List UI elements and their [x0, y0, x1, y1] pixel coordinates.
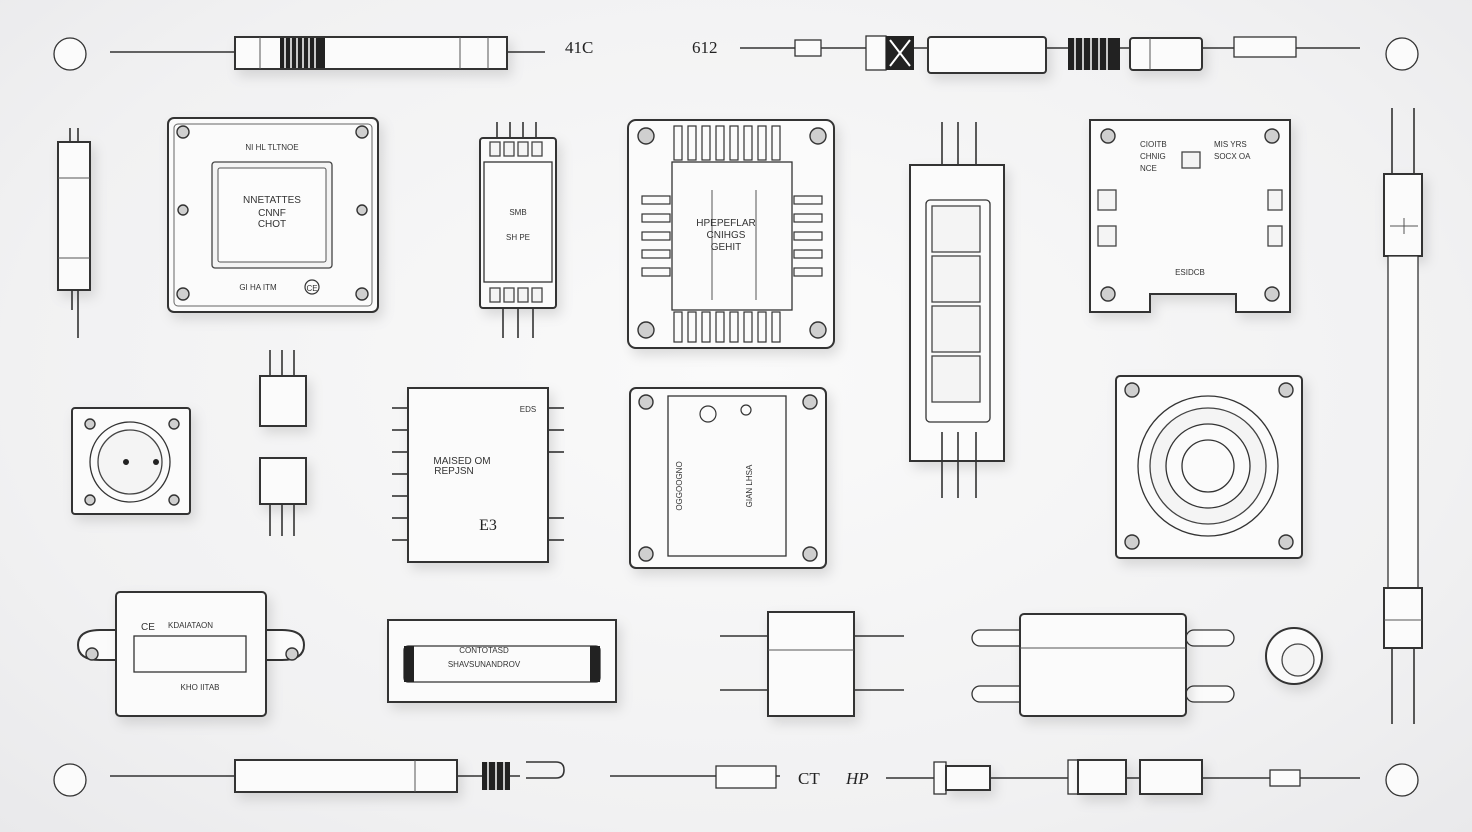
- module-f-mid: GIAN LHSA: [745, 464, 754, 507]
- axial-chain-top-right: [740, 35, 1360, 74]
- switch-block: [909, 122, 1005, 498]
- module-a-badge: CE: [306, 284, 317, 293]
- relay-b-text2: SH PE: [506, 233, 530, 242]
- module-e-corner: EDS: [520, 405, 536, 414]
- module-a: NNETATTES CNNF CHOT NI HL TLTNOE GI HA I…: [167, 117, 379, 313]
- bar-h-top: CONTOTASD: [459, 646, 509, 655]
- module-a-line1: NNETATTES: [243, 195, 301, 206]
- axial-component-bottom-left: [110, 759, 565, 793]
- module-a-line3: CHOT: [258, 219, 286, 230]
- corner-circle-bl: [53, 763, 87, 797]
- board-d: CIOITB CHNIG NCE MIS YRS SOCX OA ESIDCB: [1089, 119, 1291, 313]
- corner-circle-tr: [1385, 37, 1419, 71]
- relay-b-text1: SMB: [509, 208, 526, 217]
- small-component-lower: [259, 457, 307, 536]
- flange-g-label: KDAIATAON: [168, 621, 213, 630]
- chip-c: HPEPEFLAR CNIHGS GEHIT: [627, 119, 835, 349]
- bar-h: CONTOTASD SHAVSUNANDROV: [387, 619, 617, 703]
- bar-h-label: SHAVSUNANDROV: [448, 660, 521, 669]
- module-e-badge: E3: [479, 517, 497, 534]
- chip-c-line3: GEHIT: [711, 242, 742, 253]
- bottom-label-left: CT: [798, 769, 820, 788]
- module-f: OGGOOGNO GIAN LHSA: [629, 387, 827, 569]
- bottom-label-right: HP: [845, 769, 869, 788]
- module-e-line1: MAISED OM: [433, 456, 490, 467]
- flange-g: KDAIATAON CE KHO IITAB: [76, 591, 306, 717]
- board-d-bottom: ESIDCB: [1175, 268, 1205, 277]
- module-a-bottom-text: GI HA ITM: [239, 283, 277, 292]
- axial-chain-bottom-right: [610, 759, 1360, 795]
- board-d-left2: CHNIG: [1140, 152, 1166, 161]
- fan: [1115, 375, 1303, 559]
- relay-b: SMB SH PE: [479, 122, 557, 338]
- module-e: MAISED OM REPJSN E3 EDS: [392, 387, 564, 563]
- board-d-right2: SOCX OA: [1214, 152, 1251, 161]
- top-label-left: 41C: [565, 38, 593, 57]
- ring: [1265, 627, 1323, 685]
- module-a-top-text: NI HL TLTNOE: [245, 143, 298, 152]
- corner-circle-tl: [53, 37, 87, 71]
- chip-c-line2: CNIHGS: [707, 230, 746, 241]
- module-e-line2: REPJSN: [434, 466, 473, 477]
- flange-g-bottom: KHO IITAB: [181, 683, 220, 692]
- vertical-component-left: [57, 128, 91, 338]
- socket: [71, 407, 191, 515]
- chip-c-line1: HPEPEFLAR: [696, 218, 755, 229]
- capacitor: [971, 613, 1235, 717]
- top-label-right: 612: [692, 38, 718, 57]
- small-component-upper: [259, 350, 307, 427]
- vertical-rod-right: [1383, 108, 1423, 724]
- module-a-line2: CNNF: [258, 208, 286, 219]
- board-d-left3: NCE: [1140, 164, 1157, 173]
- module-f-left: OGGOOGNO: [675, 461, 684, 510]
- connector: [720, 611, 904, 717]
- axial-component-top-left: [110, 36, 545, 70]
- corner-circle-br: [1385, 763, 1419, 797]
- board-d-left1: CIOITB: [1140, 140, 1167, 149]
- flange-g-badge: CE: [141, 622, 155, 633]
- board-d-right1: MIS YRS: [1214, 140, 1247, 149]
